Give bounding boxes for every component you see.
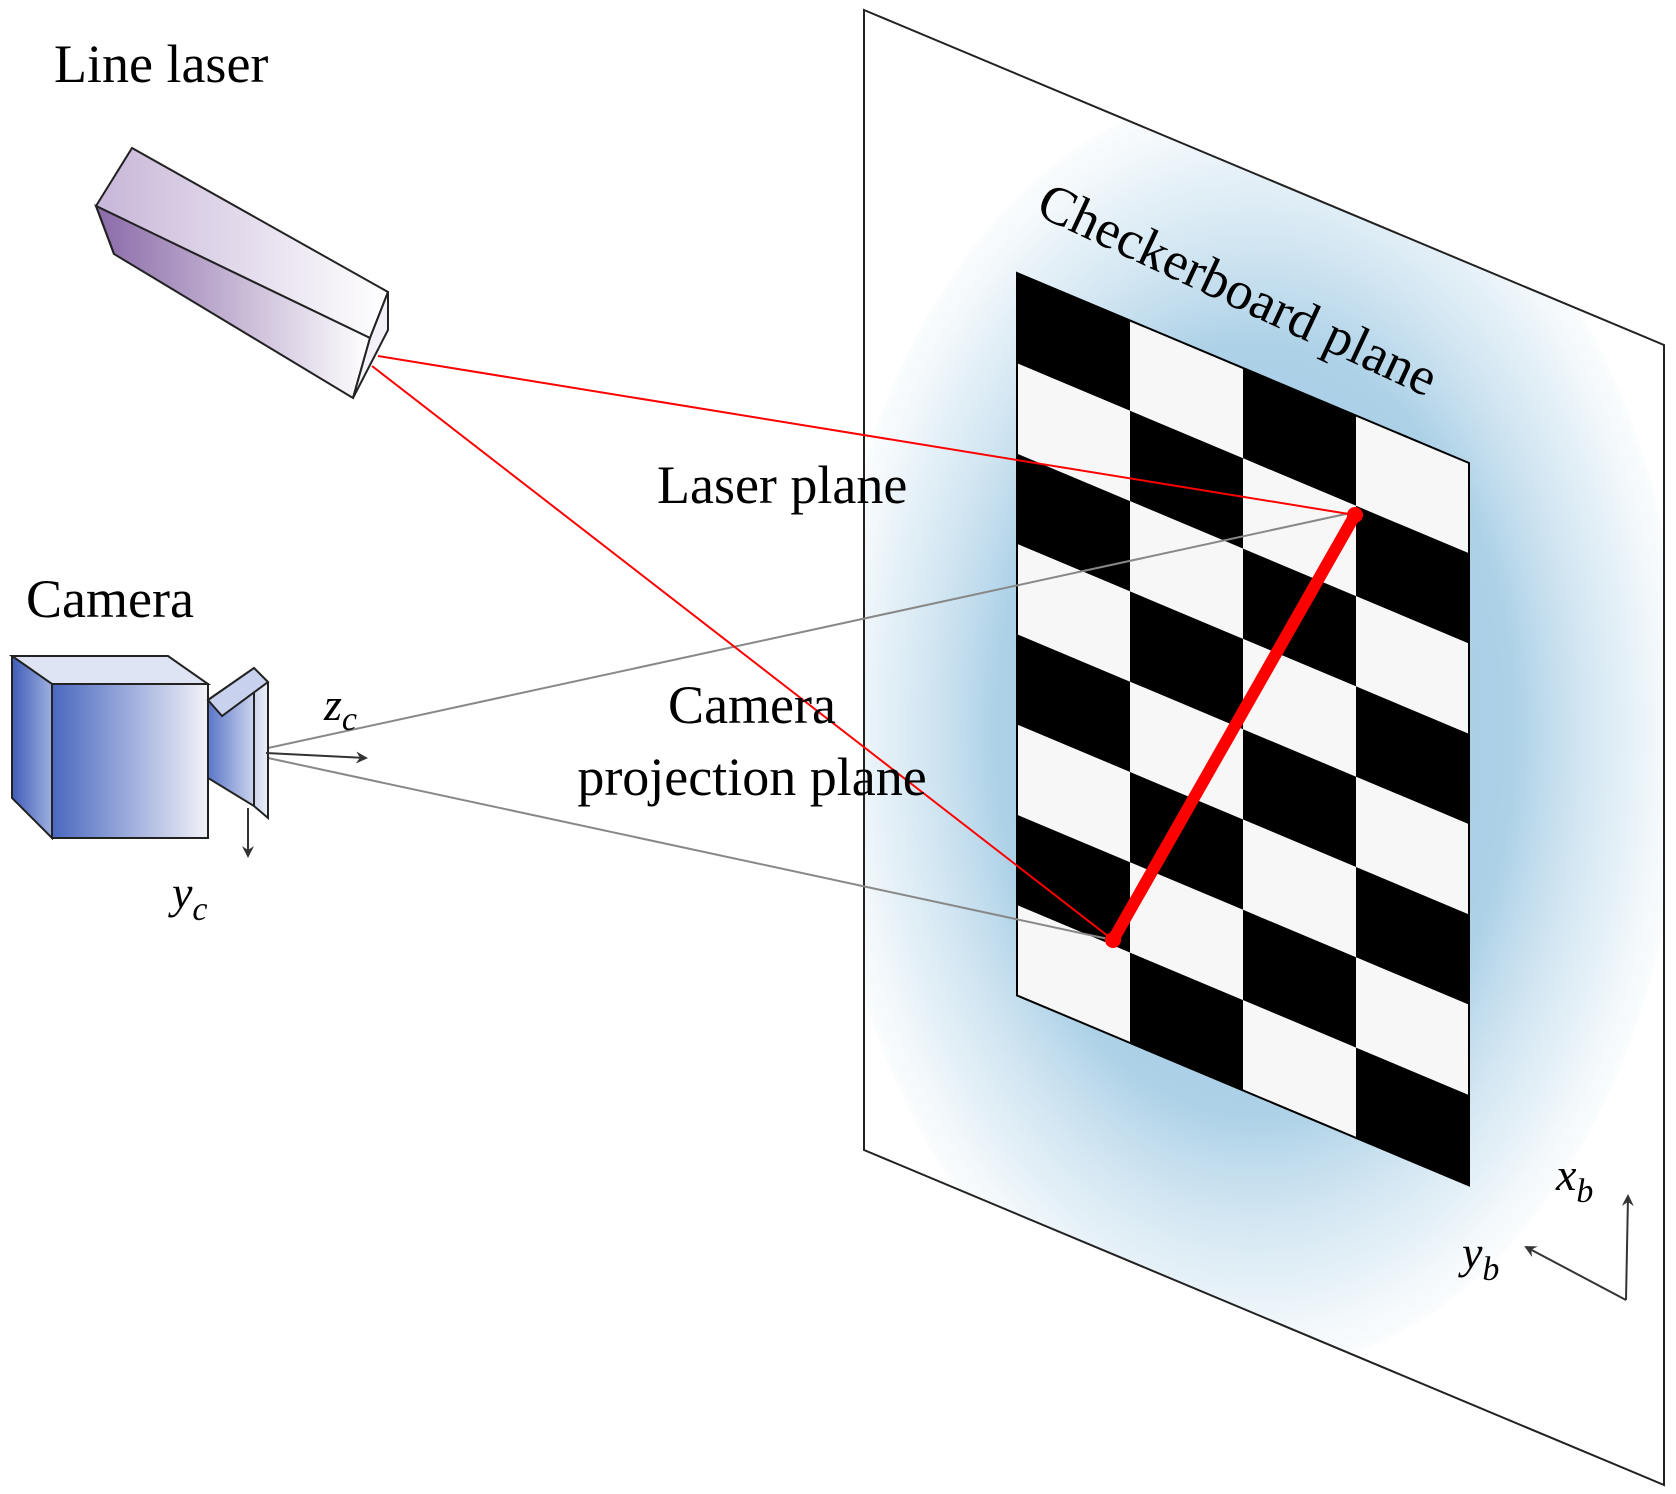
checker-square bbox=[1130, 591, 1243, 730]
checker-square bbox=[1243, 368, 1356, 506]
checker-square bbox=[1356, 957, 1469, 1096]
camera-label: Camera bbox=[26, 569, 194, 629]
checker-square bbox=[1243, 729, 1356, 867]
camera-sight-lines bbox=[267, 511, 1356, 941]
checker-square bbox=[1243, 1000, 1356, 1138]
checker-square bbox=[1356, 1047, 1469, 1186]
checker-square bbox=[1017, 273, 1130, 411]
checker-square bbox=[1017, 363, 1130, 502]
camera-projection-plane-label-line1: Camera bbox=[668, 675, 836, 735]
checker-square bbox=[1017, 814, 1130, 953]
camera-icon bbox=[8, 655, 270, 841]
yb-axis-label: yb bbox=[1458, 1227, 1499, 1288]
checker-square bbox=[1130, 501, 1243, 639]
xb-axis-label: xb bbox=[1555, 1149, 1593, 1210]
checker-square bbox=[1356, 867, 1469, 1005]
checker-square bbox=[1356, 686, 1469, 825]
camera-axes bbox=[242, 751, 368, 858]
checker-square bbox=[1130, 320, 1243, 459]
checker-square bbox=[1130, 681, 1243, 820]
checker-square bbox=[1356, 776, 1469, 915]
checker-square bbox=[1356, 596, 1469, 734]
checker-square bbox=[1243, 819, 1356, 958]
checker-square bbox=[1356, 505, 1469, 644]
line-laser-icon bbox=[94, 146, 390, 400]
checker-square bbox=[1356, 415, 1469, 554]
checker-square bbox=[1017, 634, 1130, 772]
board-axes bbox=[1524, 1194, 1634, 1301]
checker-square bbox=[1017, 724, 1130, 863]
checker-square bbox=[1130, 952, 1243, 1091]
line-laser-label: Line laser bbox=[54, 34, 268, 94]
checker-square bbox=[1130, 862, 1243, 1001]
checker-square bbox=[1017, 905, 1130, 1043]
checker-square bbox=[1017, 453, 1130, 592]
yc-axis-label: yc bbox=[168, 867, 208, 928]
checker-square bbox=[1130, 772, 1243, 910]
checkerboard-border bbox=[1016, 271, 1470, 1187]
zc-axis-label: zc bbox=[323, 679, 357, 738]
laser-stripe bbox=[1105, 507, 1363, 948]
laser-plane-label: Laser plane bbox=[657, 455, 907, 515]
laser-rays bbox=[371, 355, 1356, 941]
checker-square bbox=[1243, 909, 1356, 1048]
camera-projection-plane-label-line2: projection plane bbox=[577, 747, 926, 807]
checker-square bbox=[1130, 410, 1243, 549]
